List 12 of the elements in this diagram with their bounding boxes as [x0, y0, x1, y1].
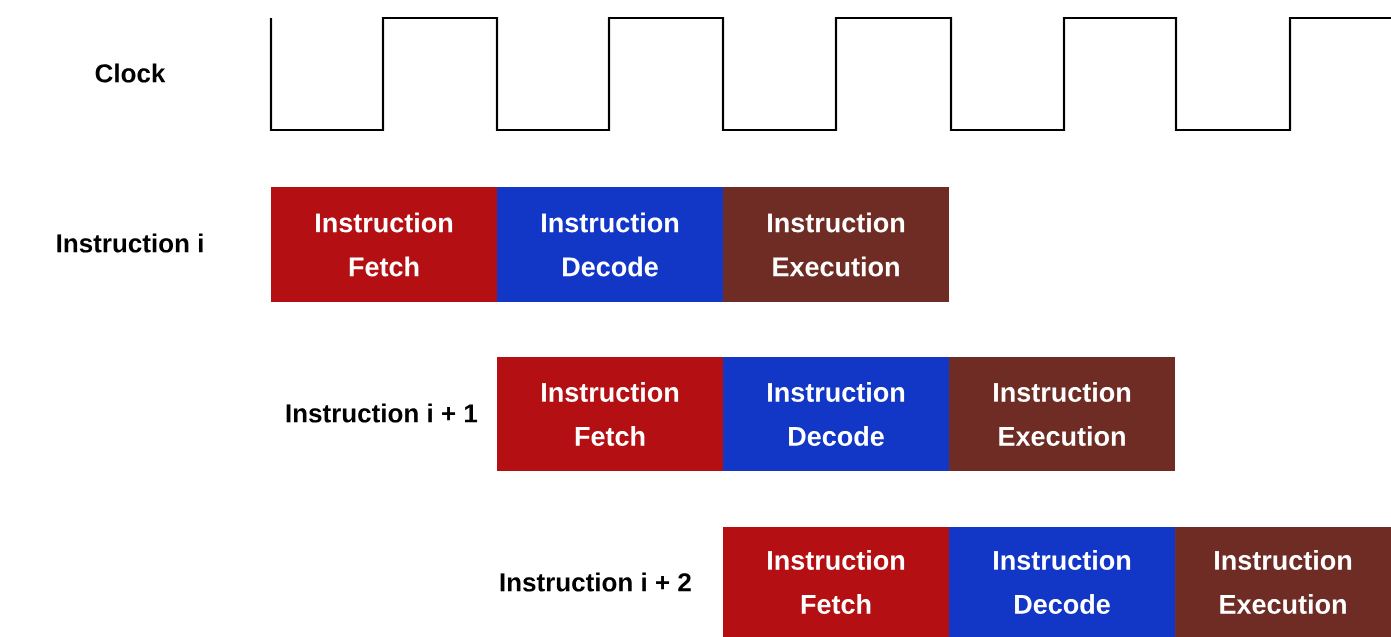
- stage-box: Instruction Execution: [723, 187, 949, 302]
- stage-box: Instruction Decode: [723, 357, 949, 471]
- stage-box: Instruction Fetch: [271, 187, 497, 302]
- stage-box: Instruction Execution: [949, 357, 1175, 471]
- stage-box: Instruction Fetch: [723, 527, 949, 637]
- clock-label: Clock: [95, 63, 166, 83]
- stage-box: Instruction Decode: [497, 187, 723, 302]
- stage-box: Instruction Fetch: [497, 357, 723, 471]
- stage-box: Instruction Execution: [1175, 527, 1391, 637]
- stage-box: Instruction Decode: [949, 527, 1175, 637]
- row-label: Instruction i: [57, 233, 203, 253]
- row-label: Instruction i + 2: [500, 572, 691, 592]
